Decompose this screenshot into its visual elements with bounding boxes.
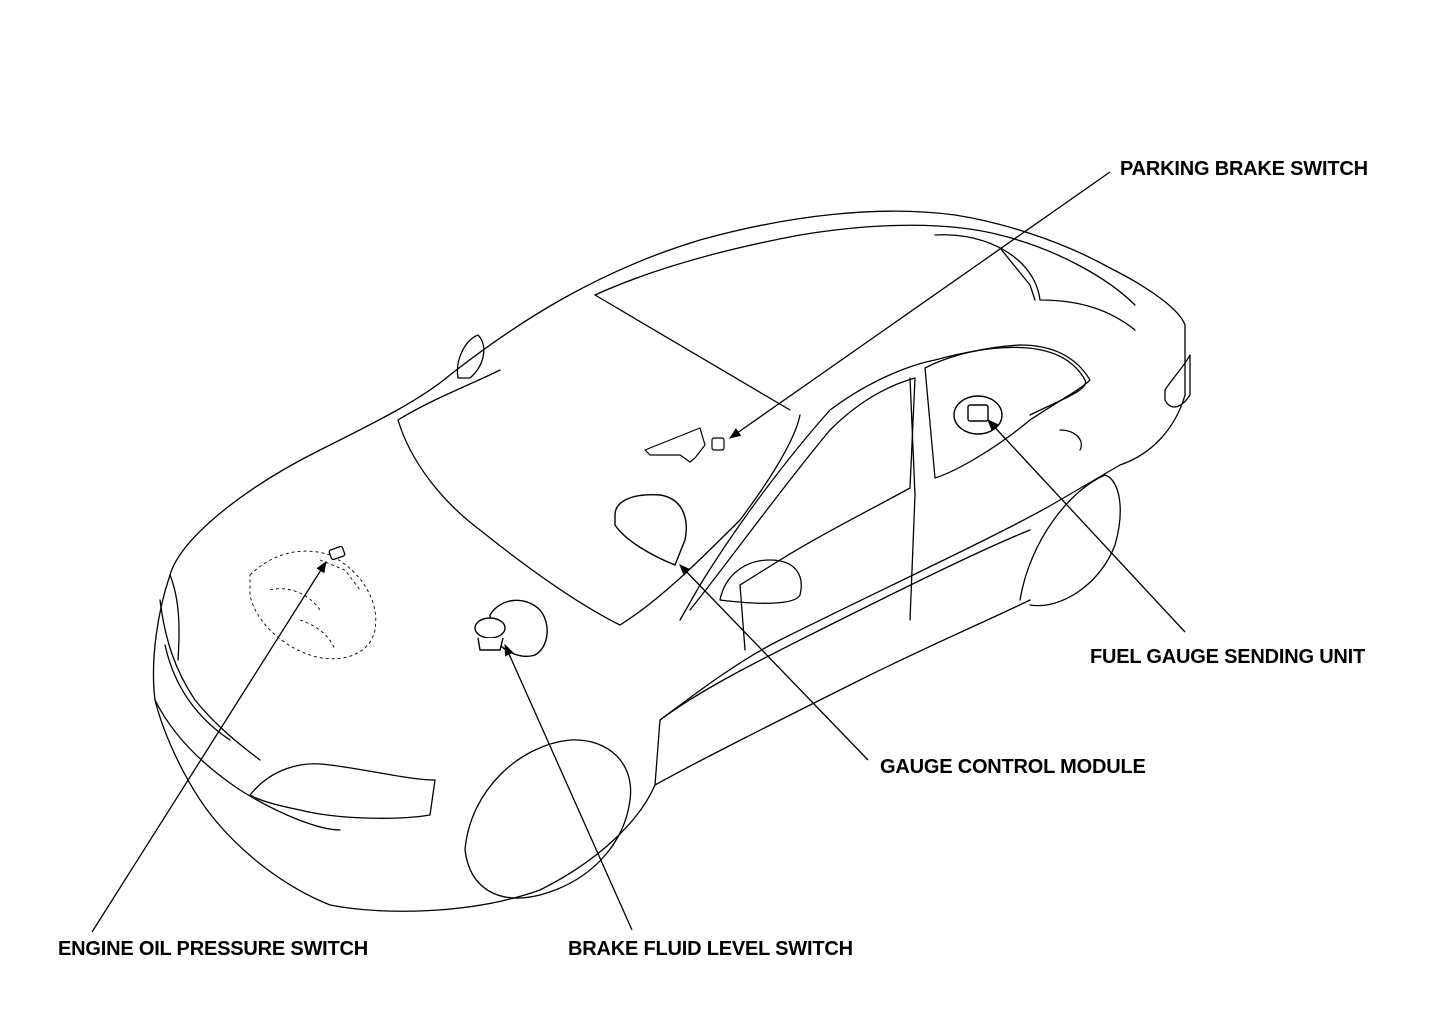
leader-engine-oil-pressure-switch (92, 561, 327, 932)
leader-fuel-gauge-sending-unit (987, 419, 1185, 632)
engine-oil-pressure-switch-label: ENGINE OIL PRESSURE SWITCH (58, 938, 369, 960)
gauge-control-module-part (615, 495, 686, 565)
parking-brake-switch-label: PARKING BRAKE SWITCH (1120, 158, 1368, 180)
gauge-control-module-label: GAUGE CONTROL MODULE (880, 756, 1146, 778)
leader-lines (92, 172, 1185, 932)
leader-gauge-control-module (679, 564, 868, 760)
car-outline (153, 211, 1190, 911)
engine-bay-sketch (250, 551, 376, 659)
leader-parking-brake-switch (729, 172, 1110, 439)
leader-brake-fluid-level-switch (505, 643, 632, 930)
brake-fluid-level-switch-label: BRAKE FLUID LEVEL SWITCH (568, 938, 853, 960)
parking-brake-switch-part (645, 428, 724, 462)
fuel-gauge-sending-unit-label: FUEL GAUGE SENDING UNIT (1090, 646, 1366, 668)
engine-oil-pressure-switch-part (329, 546, 346, 560)
brake-fluid-reservoir-part (475, 600, 547, 656)
fuel-gauge-sending-unit-part (954, 396, 1002, 434)
